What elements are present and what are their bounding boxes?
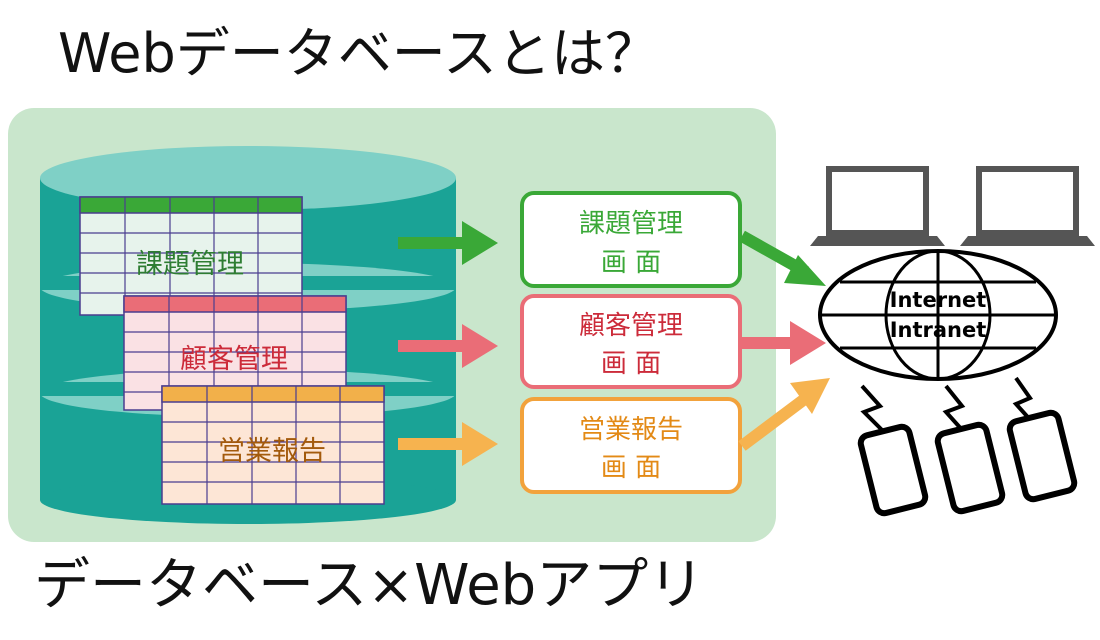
- screen-label-eigyo: 営業報告: [579, 415, 683, 445]
- screen-eigyo: 営業報告 画 面: [520, 397, 742, 494]
- table-label-kadai: 課題管理: [136, 249, 244, 280]
- lightning-icon: [1012, 376, 1036, 426]
- arrow-eigyo: [398, 422, 498, 466]
- network-label-intranet: Intranet: [890, 318, 987, 342]
- table-eigyo: 営業報告: [161, 385, 385, 505]
- screen-label-kadai: 課題管理: [579, 209, 683, 239]
- arrow-kadai: [398, 221, 498, 265]
- lightning-icon: [860, 384, 886, 434]
- smartphone-icon: [1006, 409, 1078, 503]
- laptop-icon: [960, 166, 1095, 246]
- globe-icon: Internet Intranet: [818, 249, 1058, 381]
- smartphone-icon: [857, 423, 929, 517]
- page-title: Webデータベースとは？: [58, 22, 660, 85]
- screen-kadai: 課題管理 画 面: [520, 191, 742, 288]
- lightning-icon: [942, 384, 966, 434]
- screen-kokyaku: 顧客管理 画 面: [520, 294, 742, 389]
- network-label-internet: Internet: [890, 288, 987, 312]
- table-label-kokyaku: 顧客管理: [180, 344, 288, 375]
- screen-label-kokyaku: 顧客管理: [579, 311, 683, 341]
- table-label-eigyo: 営業報告: [218, 436, 326, 467]
- arrow-kokyaku: [398, 324, 498, 368]
- smartphone-icon: [934, 421, 1006, 515]
- screen-sublabel-eigyo: 画 面: [601, 453, 661, 483]
- screen-sublabel-kokyaku: 画 面: [601, 349, 661, 379]
- arrow-to-network-green: [739, 230, 826, 286]
- laptop-icon: [810, 166, 945, 246]
- arrow-to-network-red: [742, 321, 826, 365]
- screen-sublabel-kadai: 画 面: [601, 248, 661, 278]
- page-subtitle: データベース×Webアプリ: [34, 553, 705, 618]
- arrow-to-network-orange: [738, 378, 830, 451]
